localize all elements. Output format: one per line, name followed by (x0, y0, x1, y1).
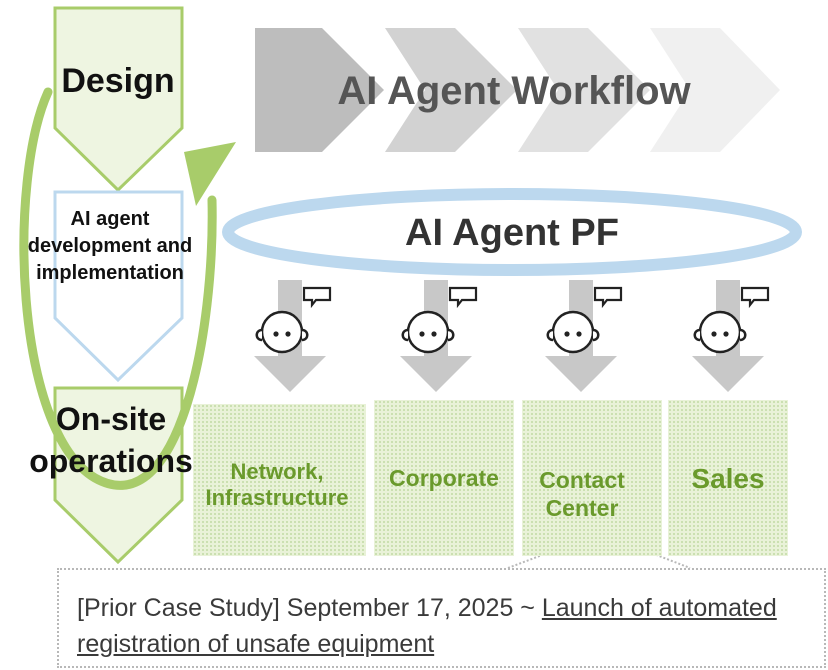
development-shape (53, 190, 184, 383)
platform-label: AI Agent PF (405, 212, 619, 254)
business-area-contact-box (522, 400, 662, 556)
agent-face-icon (546, 286, 623, 354)
agent-face-icon (401, 286, 478, 354)
operations-label: On-site operations (29, 401, 193, 479)
case-study-text: [Prior Case Study] September 17, 2025 ~ … (77, 590, 807, 662)
cycle-arrowhead (184, 142, 236, 206)
workflow-chevron-2 (385, 28, 517, 152)
business-area-corporate-box (374, 400, 514, 556)
workflow-chevron-1 (255, 28, 384, 152)
agent-face-icon (255, 286, 332, 354)
business-area-sales-label: Sales (691, 463, 765, 495)
business-area-contact-label: Contact Center (539, 467, 625, 521)
agent-face-icon (693, 286, 770, 354)
workflow-chevron-3 (518, 28, 650, 152)
case-study-callout: [Prior Case Study] September 17, 2025 ~ … (57, 568, 826, 668)
business-area-sales-box (668, 400, 788, 556)
workflow-title: AI Agent Workflow (337, 69, 691, 113)
business-area-network-box (193, 404, 366, 556)
operations-shape (53, 386, 184, 565)
workflow-chevron-4 (650, 28, 780, 152)
case-study-prefix: [Prior Case Study] September 17, 2025 ~ (77, 594, 542, 622)
design-shape (53, 6, 184, 193)
workflow-chevrons (255, 28, 780, 152)
cycle-shapes (19, 6, 236, 565)
design-label: Design (61, 62, 175, 100)
business-area-network-label: Network, Infrastructure (205, 458, 349, 510)
cycle-loop (19, 87, 217, 490)
platform-ellipse (222, 188, 802, 276)
business-area-corporate-label: Corporate (389, 465, 499, 492)
development-label: AI agent development and implementation (27, 208, 193, 284)
case-study-link[interactable]: Launch of automated registration of unsa… (77, 594, 777, 658)
